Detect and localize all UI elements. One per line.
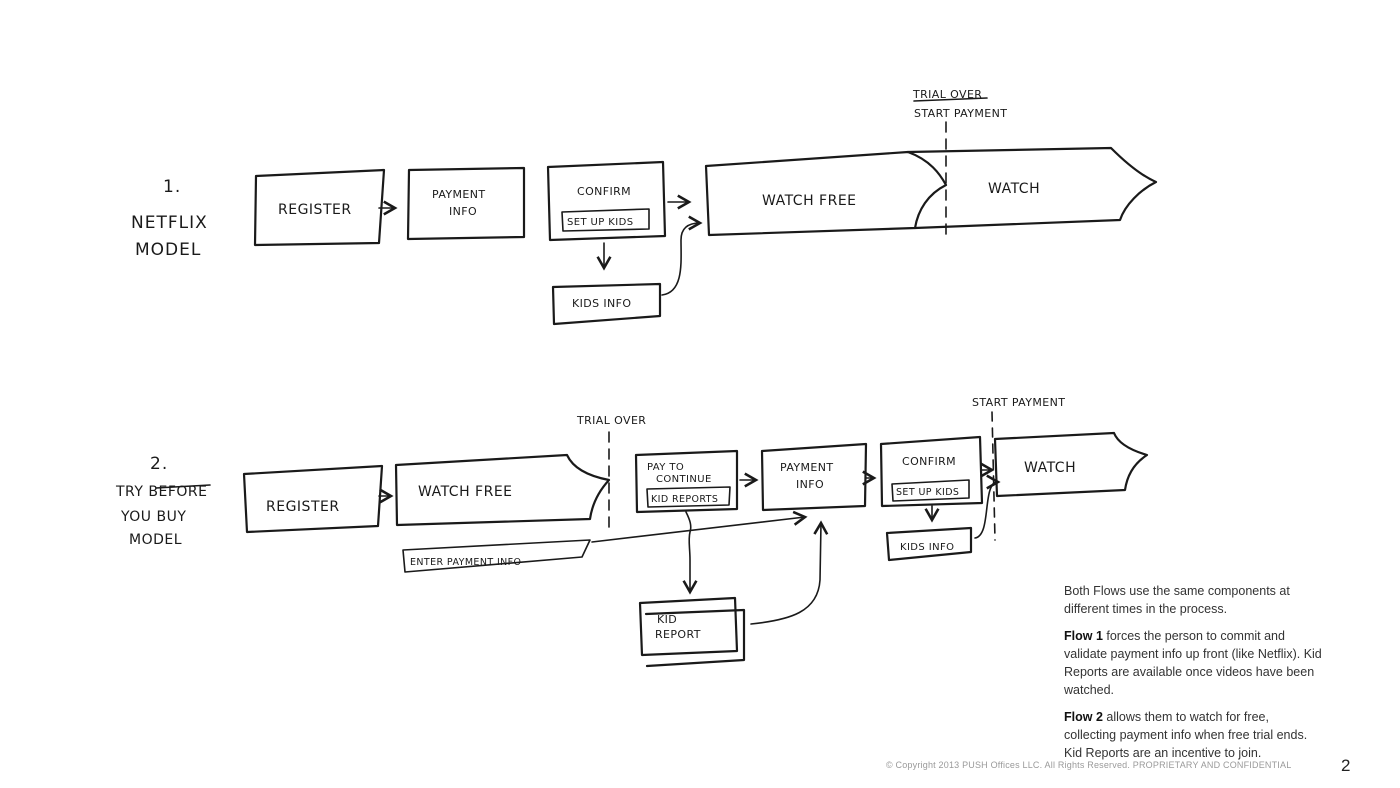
flow2-title-strike (155, 484, 211, 489)
flow2-kid-report-label-line2: REPORT (655, 628, 701, 641)
flow1-kids-info-box: KIDS INFO (551, 282, 662, 326)
flow2-number: 2. (150, 454, 168, 474)
copyright-footer: © Copyright 2013 PUSH Offices LLC. All R… (886, 760, 1292, 770)
notes-flow1-label: Flow 1 (1064, 629, 1103, 643)
flow1-title-line1: NETFLIX (131, 213, 208, 233)
flow2-payment-box: PAYMENT INFO (760, 442, 868, 512)
flow1-title-line2: MODEL (135, 240, 201, 260)
flow2-register-label: REGISTER (266, 499, 340, 515)
flow2-arrow-pay-kidreport (682, 511, 698, 595)
flow1-confirm-box: CONFIRM SET UP KIDS (546, 160, 667, 242)
flow2-title-line2: YOU BUY (120, 509, 186, 525)
flow2-start-payment-label: START PAYMENT (972, 396, 1065, 409)
flow2-pay-label-line1: PAY TO (647, 462, 684, 473)
flow2-enter-payment-label: ENTER PAYMENT INFO (410, 557, 521, 568)
flow2-payment-label-line1: PAYMENT (780, 461, 834, 474)
flow2-setup-kids-label: SET UP KIDS (896, 487, 959, 498)
flow1-marker-line1: TRIAL OVER (912, 88, 982, 101)
flow1-number: 1. (163, 177, 181, 197)
flow2-watch-label: WATCH (1024, 460, 1076, 476)
flow1-watch-label: WATCH (988, 181, 1040, 197)
flow2-kid-report-label-line1: KID (657, 613, 677, 626)
flow1-register-label: REGISTER (278, 202, 352, 218)
flow2-confirm-box: CONFIRM SET UP KIDS (879, 435, 984, 508)
notes-flow1: Flow 1 forces the person to commit and v… (1064, 627, 1324, 699)
flow1-payment-label-line1: PAYMENT (432, 188, 486, 201)
flow2-kid-reports-label: KID REPORTS (651, 494, 718, 505)
page-number: 2 (1341, 756, 1351, 775)
flow2-kid-report-box: KID REPORT (638, 596, 746, 668)
notes-flow2-text: allows them to watch for free, collectin… (1064, 710, 1308, 760)
flow2-title-line3: MODEL (129, 532, 182, 548)
flow2-payment-label-line2: INFO (796, 478, 824, 491)
flow1-watch-shape: WATCH FREE WATCH (704, 146, 1158, 237)
flow2-trial-marker: TRIAL OVER (576, 414, 646, 531)
flow2-arrow-kidreport-payment (750, 520, 829, 625)
notes-intro: Both Flows use the same components at di… (1064, 584, 1290, 616)
notes-flow2-label: Flow 2 (1064, 710, 1103, 724)
flow2-arrow-enter-payment (591, 510, 808, 543)
flow2-start-payment-marker: START PAYMENT (972, 396, 1065, 541)
flow2-enter-payment-tab: ENTER PAYMENT INFO (402, 539, 591, 573)
notes-panel: Both Flows use the same components at di… (1064, 582, 1324, 771)
flow2-pay-continue-box: PAY TO CONTINUE KID REPORTS (634, 449, 739, 514)
flow2-watch-free-shape: WATCH FREE (394, 453, 611, 527)
flow1-trial-marker: TRIAL OVER START PAYMENT (912, 88, 1007, 241)
flow1-payment-label-line2: INFO (449, 205, 477, 218)
flow1-confirm-label: CONFIRM (577, 185, 631, 198)
flow2-kids-info-box: KIDS INFO (885, 526, 973, 562)
flow1-marker-line2: START PAYMENT (914, 107, 1007, 120)
flow2-watch-free-label: WATCH FREE (418, 484, 513, 500)
flow1-kids-info-label: KIDS INFO (572, 297, 631, 310)
flow2-watch-shape: WATCH (993, 431, 1149, 498)
flow1-payment-box: PAYMENT INFO (406, 166, 526, 241)
flow1: 1. NETFLIX MODEL REGISTER PAYMENT INFO C… (131, 88, 1158, 326)
flow1-setup-kids-label: SET UP KIDS (567, 217, 633, 228)
flow2-arrow-kids-watch (974, 474, 1001, 539)
flow2-title-line1: TRY BEFORE (115, 484, 207, 500)
flow2-kids-info-label: KIDS INFO (900, 542, 954, 553)
flow2-register-box: REGISTER (242, 464, 384, 534)
notes-flow1-text: forces the person to commit and validate… (1064, 629, 1322, 697)
flow2-confirm-label: CONFIRM (902, 455, 956, 468)
notes-flow2: Flow 2 allows them to watch for free, co… (1064, 708, 1324, 762)
flow2: 2. TRY BEFORE YOU BUY MODEL REGISTER WAT… (115, 396, 1149, 668)
flow2-pay-label-line2: CONTINUE (656, 474, 712, 485)
flow2-trial-over-label: TRIAL OVER (576, 414, 646, 427)
flow1-watch-free-label: WATCH FREE (762, 193, 857, 209)
flow1-arrow-kids-watchfree (661, 215, 703, 296)
flow1-register-box: REGISTER (253, 168, 386, 247)
